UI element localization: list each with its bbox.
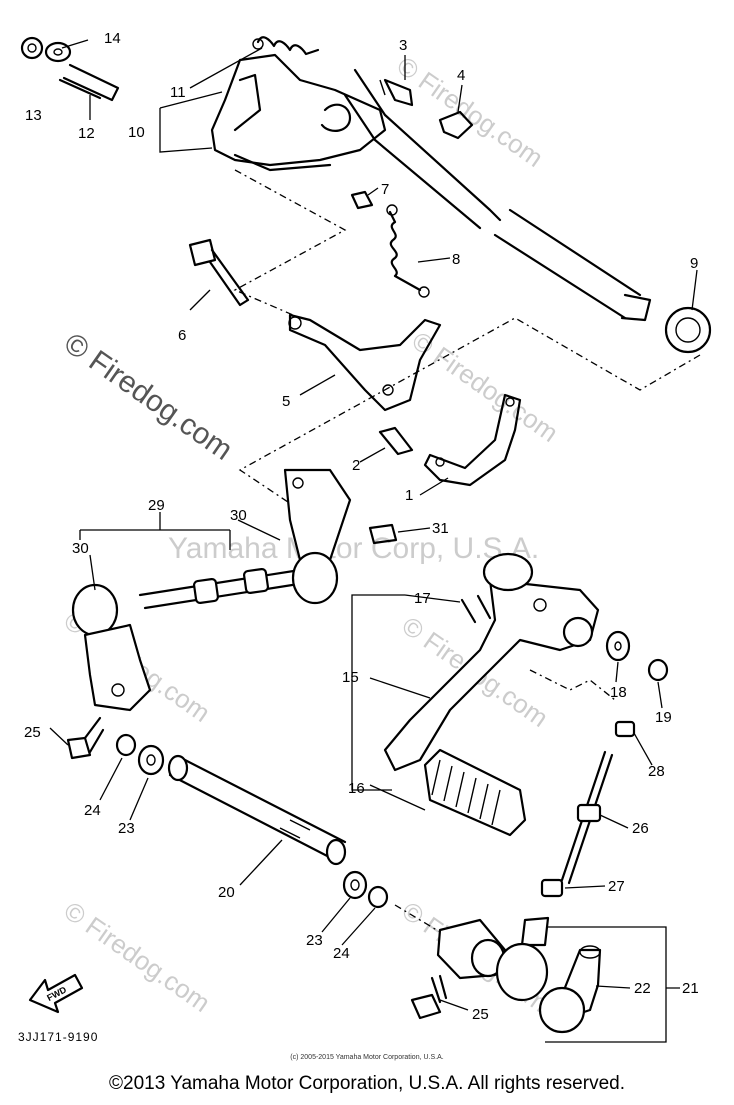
part-26-adjuster-bolt (560, 750, 614, 885)
part-24-clip-lower (367, 885, 389, 909)
part-1-plate (423, 393, 522, 487)
part-24-clip-upper (115, 733, 137, 757)
callout-20: 20 (218, 884, 235, 901)
part-29-shift-rod (138, 567, 307, 610)
callout-24-lower: 24 (333, 945, 350, 962)
callout-16: 16 (348, 780, 365, 797)
part-12-pin (58, 63, 120, 102)
part-4-plate (438, 110, 474, 140)
part-25-bolt-upper (66, 716, 105, 760)
callout-25-lower: 25 (472, 1006, 489, 1023)
fwd-arrow-icon: FWD (28, 973, 84, 1014)
callout-12: 12 (78, 125, 95, 142)
callout-4: 4 (457, 67, 465, 84)
callout-7: 7 (381, 181, 389, 198)
callout-5: 5 (282, 393, 290, 410)
part-25-bolt-lower (410, 974, 448, 1020)
part-2-bolt (378, 426, 414, 456)
callout-13: 13 (25, 107, 42, 124)
part-23-washer-lower (342, 870, 368, 900)
watermark-yamaha-center: Yamaha Motor Corp, U.S.A. (168, 532, 539, 565)
callout-18: 18 (610, 684, 627, 701)
part-9-oil-seal (664, 306, 712, 354)
part-16-pedal-rubber (423, 748, 527, 837)
callout-30-lower: 30 (72, 540, 89, 557)
part-30-rod-end-upper (283, 468, 352, 605)
callout-3: 3 (399, 37, 407, 54)
part-20-shaft (167, 754, 347, 866)
part-13-circlip (20, 36, 44, 60)
part-8-spring (386, 204, 430, 298)
footer-copyright: ©2013 Yamaha Motor Corporation, U.S.A. A… (109, 1073, 625, 1094)
callout-14: 14 (104, 30, 121, 47)
part-28-nut (614, 720, 636, 738)
assembly-line-lower (529, 669, 616, 701)
watermark-firedog-top: © Firedog.com (392, 50, 549, 173)
part-15-shift-pedal (383, 552, 600, 772)
callout-15: 15 (342, 669, 359, 686)
assembly-line-bottom (394, 904, 446, 936)
part-7-bolt (350, 190, 374, 210)
small-copyright: (c) 2005-2015 Yamaha Motor Corporation, … (290, 1054, 444, 1061)
part-11-spring (252, 36, 320, 56)
part-19-clip (647, 658, 669, 682)
part-17-pin (460, 594, 492, 624)
part-9-shift-shaft (343, 68, 652, 322)
callout-29: 29 (148, 497, 165, 514)
callout-9: 9 (690, 255, 698, 272)
callout-30-upper: 30 (230, 507, 247, 524)
part-22-ball-joint (538, 945, 602, 1034)
callout-23-upper: 23 (118, 820, 135, 837)
part-5-lever (288, 313, 442, 412)
part-27-nut (540, 878, 564, 898)
watermark-firedog-bottom-left: © Firedog.com (59, 895, 216, 1018)
callout-22: 22 (634, 980, 651, 997)
part-31-bolt (368, 523, 398, 545)
part-10-shift-arm (210, 53, 387, 172)
callout-17: 17 (414, 590, 431, 607)
callout-2: 2 (352, 457, 360, 474)
assembly-line-right (238, 317, 701, 511)
diagram-code: 3JJ171-9190 (18, 1030, 99, 1044)
watermark-firedog-left: © Firedog.com (58, 327, 238, 467)
callout-21: 21 (682, 980, 699, 997)
part-14-washer (44, 41, 72, 63)
callout-28: 28 (648, 763, 665, 780)
callout-23-lower: 23 (306, 932, 323, 949)
callout-27: 27 (608, 878, 625, 895)
part-23-washer-upper (137, 744, 165, 776)
callout-1: 1 (405, 487, 413, 504)
part-21-joint (436, 916, 550, 1002)
part-3-bolt (379, 78, 414, 107)
callout-24-upper: 24 (84, 802, 101, 819)
leader-lines (49, 39, 698, 1043)
part-18-washer (605, 630, 631, 662)
assembly-line-top (233, 169, 347, 319)
callout-8: 8 (452, 251, 460, 268)
part-6-bolt (188, 238, 250, 307)
callout-10: 10 (128, 124, 145, 141)
callout-19: 19 (655, 709, 672, 726)
callout-31: 31 (432, 520, 449, 537)
callout-6: 6 (178, 327, 186, 344)
callout-26: 26 (632, 820, 649, 837)
callout-25-upper: 25 (24, 724, 41, 741)
part-30-rod-end-lower (71, 583, 152, 712)
callout-11: 11 (170, 84, 186, 101)
